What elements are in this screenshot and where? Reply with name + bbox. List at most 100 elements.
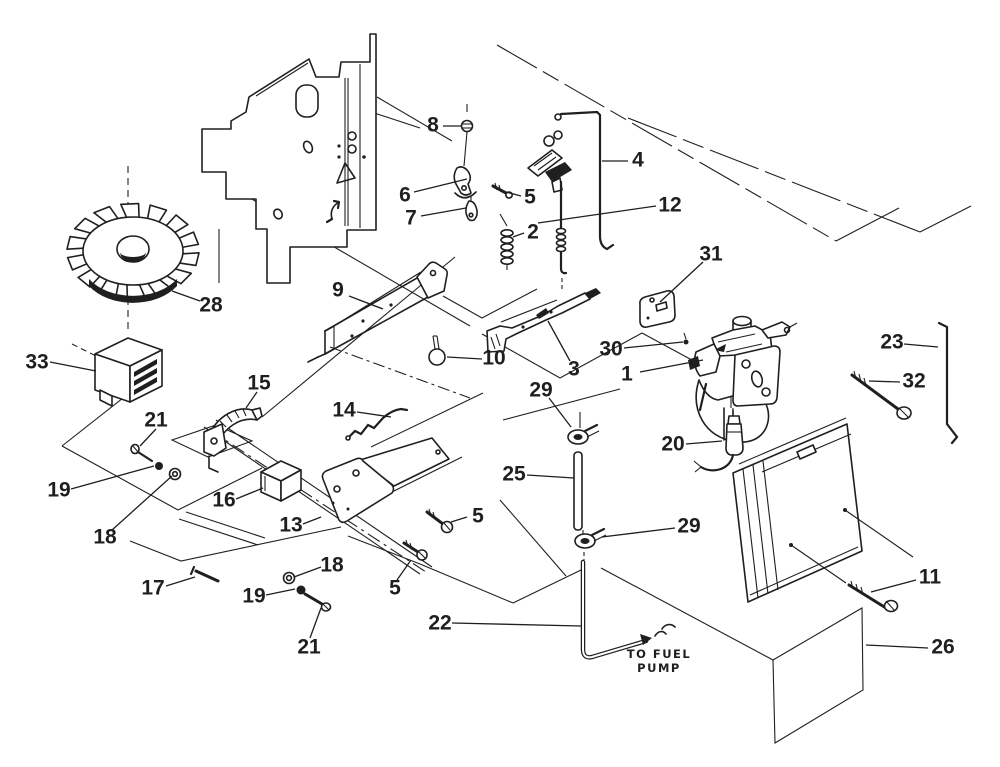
wire-link-14 (345, 407, 409, 441)
leader-line-10 (446, 356, 483, 360)
latch (796, 444, 817, 460)
leader-line-29-bot (601, 527, 676, 538)
panel-outlines (61, 44, 972, 661)
nut-19-left (155, 462, 163, 470)
part-label-2: 2 (527, 221, 539, 244)
hose-25 (573, 451, 583, 531)
part-label-33: 33 (25, 351, 48, 374)
bolt-11 (847, 580, 899, 613)
fuel-hose-assembly (567, 412, 607, 560)
line-break-mark (654, 623, 676, 637)
leader-line-26 (865, 644, 929, 649)
governor-rod-4 (554, 110, 615, 251)
clamp-29-bot (574, 527, 607, 549)
pin-30 (683, 332, 689, 345)
leader-line-7 (420, 207, 467, 217)
part-label-28: 28 (199, 294, 223, 317)
rotation-arrow (330, 201, 340, 220)
part-label-14: 14 (332, 399, 356, 422)
part-label-22: 22 (428, 612, 451, 635)
leader-line-25 (526, 474, 575, 479)
pin-17 (194, 569, 220, 583)
leader-line-12 (537, 205, 657, 224)
leader-line-13 (302, 516, 322, 525)
throttle-control-15 (203, 407, 263, 473)
part-label-21-left: 21 (144, 409, 168, 432)
gasket-31 (639, 290, 676, 328)
muffler-33 (94, 337, 163, 407)
leader-line-20 (685, 440, 723, 445)
screw-21-bot (303, 592, 324, 606)
spindle-7 (465, 200, 478, 222)
part-label-25: 25 (502, 463, 526, 486)
leader-line-5-top (505, 191, 522, 197)
flow-arrow (640, 634, 652, 645)
part-label-12: 12 (658, 194, 681, 217)
part-label-11: 11 (919, 566, 942, 589)
leader-line-17 (165, 576, 196, 587)
part-label-4: 4 (632, 149, 644, 172)
part-label-29-top: 29 (529, 379, 552, 402)
part-label-10: 10 (482, 347, 505, 370)
bracket-9 (307, 261, 449, 363)
leader-line-28 (171, 290, 201, 302)
governor-arm-group (453, 104, 514, 270)
leader-line-19-left (70, 465, 155, 490)
hardware-left-cluster (130, 443, 182, 481)
ball-pin-10 (428, 335, 446, 366)
leader-line-33 (49, 361, 97, 372)
part-label-29-bot: 29 (677, 515, 700, 538)
fuel-pump-note-line1: TO FUEL (627, 647, 692, 661)
leader-line-22 (451, 622, 582, 627)
governor-link-12 (555, 180, 568, 292)
leader-line-5-mid (450, 516, 468, 523)
leader-line-11 (870, 579, 917, 593)
leader-line-29-top (548, 397, 572, 428)
part-label-32: 32 (902, 370, 925, 393)
choke-rod-23 (937, 321, 959, 445)
nut-8 (460, 119, 474, 133)
leader-line-1 (639, 359, 704, 373)
part-label-19-left: 19 (47, 479, 70, 502)
leader-line-32 (868, 380, 901, 383)
leader-line-14 (356, 411, 392, 418)
part-label-9: 9 (332, 279, 344, 302)
part-label-26: 26 (931, 636, 954, 659)
part-label-18-left: 18 (93, 526, 117, 549)
heat-box-16 (260, 460, 302, 502)
screw-5-top (491, 184, 508, 195)
screw-5-low (402, 539, 428, 561)
control-lever-3 (486, 288, 601, 353)
part-label-23: 23 (880, 331, 903, 354)
panel-26 (772, 607, 864, 744)
screw-5-mid (425, 508, 454, 534)
leader-line-31 (659, 261, 704, 303)
part-label-20: 20 (661, 433, 684, 456)
bracket-13 (321, 437, 450, 524)
plate-hole (302, 140, 314, 154)
bolt-32 (850, 370, 912, 420)
washer-18-bot (282, 571, 296, 585)
leader-line-9 (348, 295, 384, 310)
leader-line-2 (512, 232, 525, 238)
washer-18-left (168, 467, 182, 481)
leader-line-6 (413, 178, 468, 193)
fan-wheel (66, 202, 200, 303)
part-label-1: 1 (621, 363, 633, 386)
part-label-3: 3 (568, 358, 580, 381)
spring-2-hook (499, 213, 508, 227)
nut-19-bot (296, 585, 306, 595)
part-label-18-bot: 18 (320, 554, 344, 577)
part-label-16: 16 (212, 489, 235, 512)
part-label-31: 31 (699, 243, 723, 266)
leader-line-21-left (139, 428, 157, 447)
leader-line-15 (245, 391, 258, 409)
fuel-line-22 (580, 559, 676, 660)
hardware-bottom-cluster (189, 565, 332, 612)
carburetor-1 (688, 315, 798, 452)
leader-line-18-left (111, 475, 173, 531)
leader-line-23 (903, 343, 939, 348)
part-label-17: 17 (141, 577, 164, 600)
part-label-21-bot: 21 (297, 636, 321, 659)
